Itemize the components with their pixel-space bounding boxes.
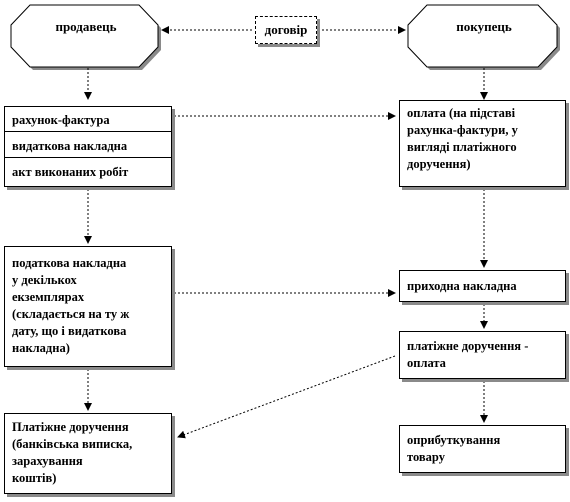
goods-receipt-node: оприбуткування товару: [399, 425, 566, 473]
buyer-label: покупець: [456, 19, 512, 34]
buyer-shape: [407, 4, 558, 68]
buyer-node: покупець: [411, 19, 557, 35]
tax-invoice-label: податкова накладна у декількох екземпляр…: [12, 256, 130, 355]
payment-by-invoice-node: оплата (на підставі рахунка-фактури, у в…: [399, 100, 566, 187]
bank-payment-order-label: Платіжне доручення (банківська виписка, …: [12, 420, 133, 485]
work-act-row: акт виконаних робіт: [5, 157, 171, 186]
bank-payment-order-node: Платіжне доручення (банківська виписка, …: [4, 413, 172, 494]
receipt-invoice-node: приходна накладна: [399, 270, 566, 302]
invoice-group-node: рахунок-фактура видаткова накладна акт в…: [4, 106, 172, 187]
connector-paymentorder-bank: [177, 355, 396, 439]
payment-by-invoice-label: оплата (на підставі рахунка-фактури, у в…: [407, 106, 518, 171]
seller-node: продавець: [14, 19, 158, 35]
payment-order-node: платіжне доручення - оплата: [399, 331, 566, 379]
seller-shape: [10, 4, 159, 68]
expense-invoice-row: видаткова накладна: [5, 131, 171, 157]
invoice-row: рахунок-фактура: [12, 113, 110, 127]
contract-node: договір: [255, 16, 317, 44]
receipt-invoice-label: приходна накладна: [407, 279, 517, 293]
payment-order-label: платіжне доручення - оплата: [407, 339, 529, 370]
seller-label: продавець: [55, 19, 117, 34]
tax-invoice-node: податкова накладна у декількох екземпляр…: [4, 246, 172, 367]
contract-label: договір: [264, 22, 308, 37]
goods-receipt-label: оприбуткування товару: [407, 433, 501, 464]
